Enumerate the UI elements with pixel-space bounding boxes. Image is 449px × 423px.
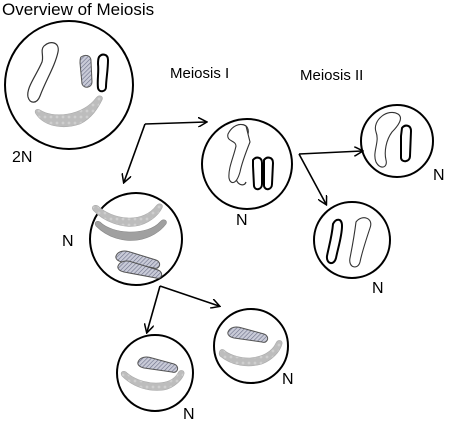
chromosome-outline-top-b — [263, 156, 275, 191]
stage-label-meiosis-2: Meiosis II — [300, 67, 364, 84]
arrow-m1bottom-to-m2d — [159, 285, 219, 306]
meiosis2-cell-c — [116, 334, 194, 412]
meiosis1-cell-top — [201, 118, 293, 210]
chromosome-outline-m2a — [400, 124, 413, 163]
arrow-parent-to-m1-top — [144, 122, 206, 124]
chromosome-hatched-m2c — [137, 356, 179, 373]
chromosome-outline-small — [96, 53, 110, 93]
chromosome-hatched-bottom-a — [115, 250, 161, 269]
ploidy-label-m2-b: N — [372, 280, 384, 297]
chromosome-hatched-m2d — [227, 326, 269, 343]
arrow-m1top-to-m2a — [298, 151, 362, 154]
chromosome-hatched-bottom-b — [117, 260, 163, 279]
chromosome-hatched-small — [79, 54, 93, 88]
meiosis1-cell-bottom — [89, 192, 183, 286]
arrows — [124, 122, 362, 332]
ploidy-label-m2-d: N — [282, 371, 294, 388]
chromosome-gray-large — [34, 95, 103, 127]
ploidy-label-m1-top: N — [236, 212, 248, 229]
chromosome-white-m2a — [374, 112, 401, 168]
arrow-m1top-to-m2b — [298, 153, 326, 204]
ploidy-label-m2-a: N — [433, 167, 445, 184]
stage-label-meiosis-1: Meiosis I — [170, 65, 230, 82]
chromosome-white-large — [27, 42, 59, 103]
ploidy-label-m2-c: N — [183, 406, 195, 423]
meiosis2-cell-b — [313, 201, 391, 279]
ploidy-label-parent: 2N — [12, 149, 33, 166]
arrow-m1bottom-to-m2c — [147, 285, 161, 332]
parent-cell — [4, 20, 134, 150]
chromosome-white-m2b — [349, 217, 372, 268]
ploidy-label-m1-bottom: N — [62, 233, 74, 250]
meiosis2-cell-a — [360, 104, 434, 178]
chromosome-gray-bottom-b — [94, 219, 167, 241]
arrow-parent-to-m1-bottom — [124, 123, 146, 182]
chromosome-gray-m2c — [120, 370, 185, 391]
diagram-title: Overview of Meiosis — [2, 0, 155, 19]
chromosome-gray-bottom-a — [92, 203, 163, 227]
chromosome-outline-top-a — [252, 156, 263, 191]
meiosis2-cell-d — [213, 308, 289, 384]
chromosome-gray-m2d — [218, 340, 283, 367]
chromosome-outline-m2b — [325, 218, 344, 264]
